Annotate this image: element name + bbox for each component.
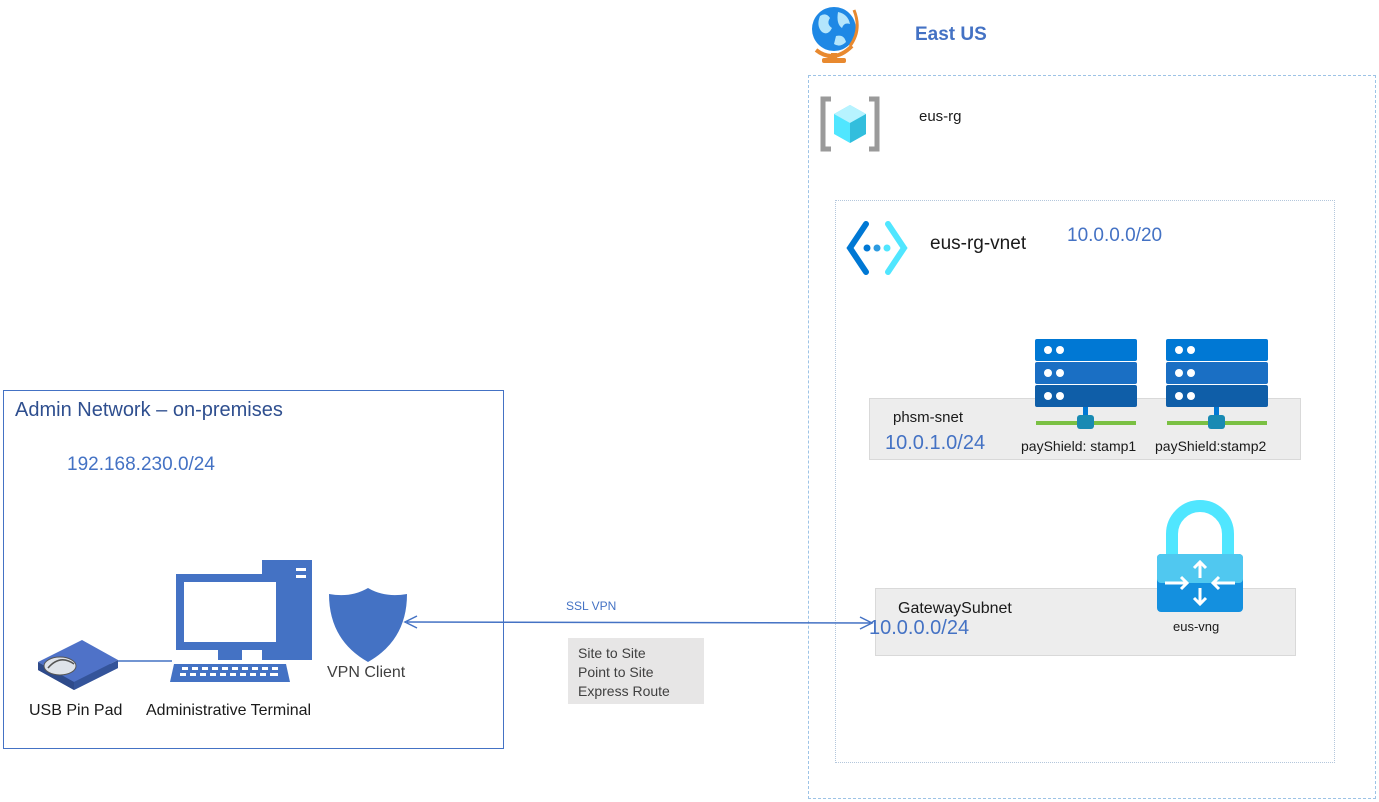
server-icon xyxy=(1030,337,1142,432)
admin-network-title: Admin Network – on-premises xyxy=(15,399,283,421)
usb-pin-pad-icon xyxy=(34,632,122,694)
gateway-subnet-label: GatewaySubnet xyxy=(898,600,1012,617)
resource-group-label: eus-rg xyxy=(919,108,962,125)
connection-option: Site to Site xyxy=(578,645,646,661)
phsm-subnet-label: phsm-snet xyxy=(893,409,964,426)
vpn-client-label: VPN Client xyxy=(327,664,406,681)
server-label-1: payShield: stamp1 xyxy=(1021,438,1137,454)
gateway-label: eus-vng xyxy=(1173,619,1220,634)
globe-icon xyxy=(806,2,862,64)
ssl-vpn-line xyxy=(406,621,871,624)
vnet-cidr: 10.0.0.0/20 xyxy=(1067,225,1163,246)
computer-icon xyxy=(168,558,316,686)
vnet-box xyxy=(835,200,1335,763)
phsm-subnet-cidr: 10.0.1.0/24 xyxy=(885,432,986,454)
vnet-label: eus-rg-vnet xyxy=(930,233,1027,254)
connection-options-box: Site to Site Point to Site Express Route xyxy=(568,638,704,704)
arrow-head-left xyxy=(403,615,418,629)
server-icon xyxy=(1161,337,1273,432)
resource-group-icon xyxy=(819,95,881,153)
virtual-network-icon xyxy=(846,220,908,276)
gateway-subnet-cidr: 10.0.0.0/24 xyxy=(869,617,970,639)
gateway-subnet-band xyxy=(875,588,1296,656)
pin-pad-label: USB Pin Pad xyxy=(29,702,123,719)
shield-icon xyxy=(327,584,409,664)
connection-label: SSL VPN xyxy=(566,599,617,613)
arrow-head-right xyxy=(859,616,874,630)
admin-network-cidr: 192.168.230.0/24 xyxy=(67,454,215,475)
admin-network-box xyxy=(3,390,504,749)
terminal-label: Administrative Terminal xyxy=(146,702,312,719)
vpn-gateway-icon xyxy=(1155,500,1245,614)
server-label-2: payShield:stamp2 xyxy=(1155,438,1267,454)
connection-option: Point to Site xyxy=(578,664,654,680)
region-label: East US xyxy=(915,24,987,45)
connection-option: Express Route xyxy=(578,683,670,699)
region-box xyxy=(808,75,1376,799)
